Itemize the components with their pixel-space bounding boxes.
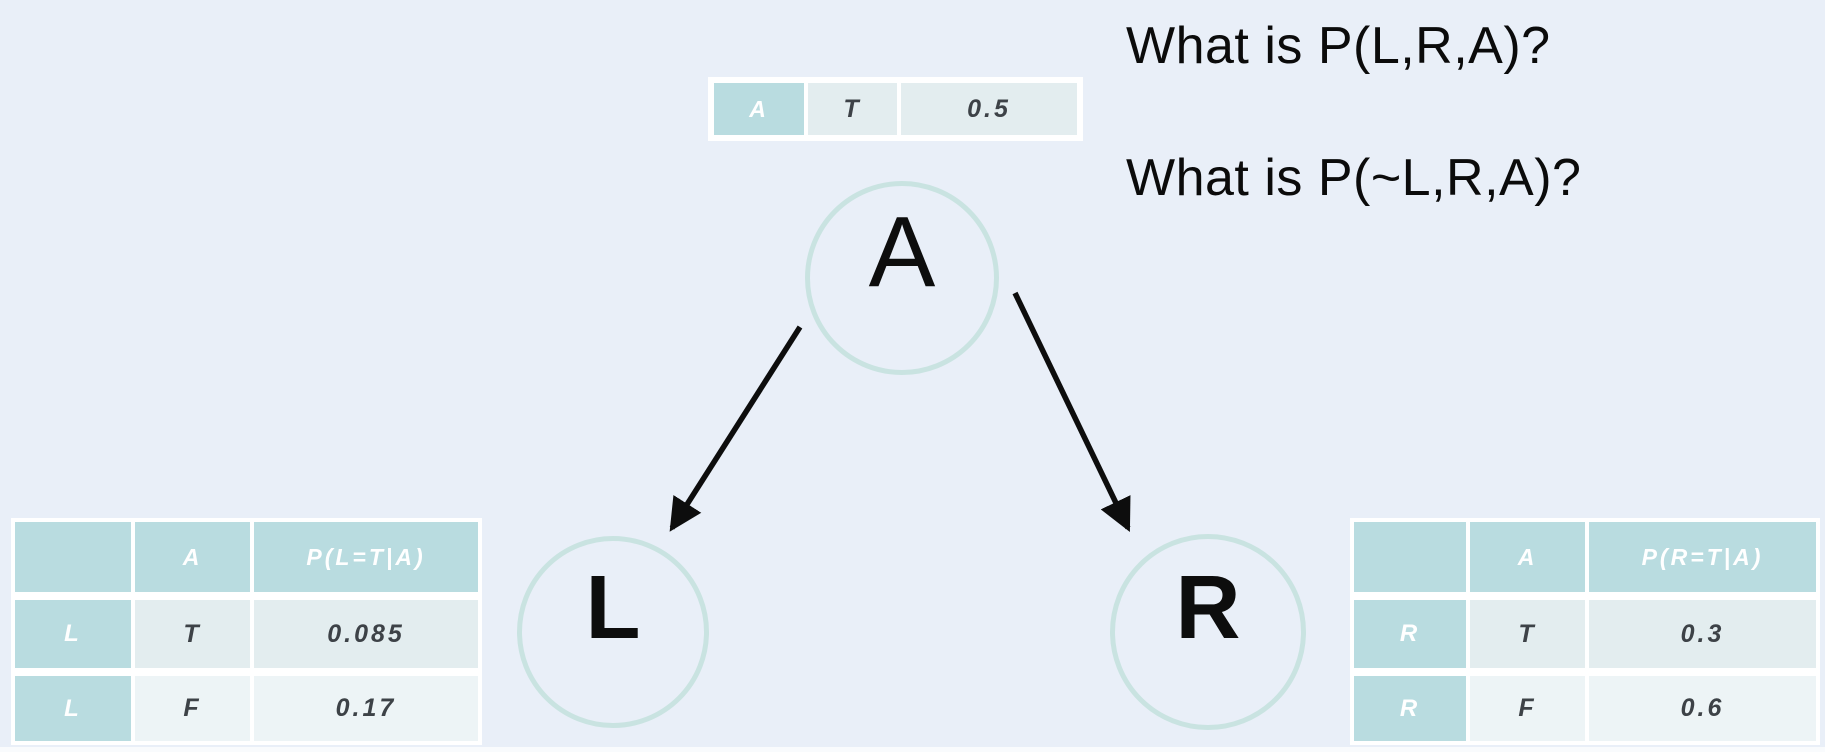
cpt-r-row1-label: R [1354, 600, 1466, 668]
cpt-r-row2-condition: F [1470, 676, 1585, 741]
prior-a-prob-cell: 0.5 [901, 83, 1077, 135]
cpt-table-l: A P(L=T|A) L T 0.085 L F 0.17 [11, 518, 482, 745]
node-a-label: A [868, 195, 936, 308]
cpt-l-row2-prob: 0.17 [254, 676, 478, 741]
cpt-l-row2-condition: F [135, 676, 250, 741]
prior-a-var-cell: A [714, 83, 804, 135]
cpt-r-header-a: A [1470, 522, 1585, 592]
cpt-l-row2-label: L [15, 676, 131, 741]
edge-a-to-r [1012, 291, 1131, 532]
cpt-r-header-blank [1354, 522, 1466, 592]
cpt-r-row2-prob: 0.6 [1589, 676, 1816, 741]
slide-bottom-edge [0, 747, 1825, 752]
node-a: A [805, 181, 999, 375]
cpt-l-header-blank [15, 522, 131, 592]
prior-table-a: A T 0.5 [708, 77, 1083, 141]
edge-a-to-l [669, 325, 803, 532]
node-r: R [1110, 534, 1306, 730]
cpt-r-row2-label: R [1354, 676, 1466, 741]
cpt-l-row1-prob: 0.085 [254, 600, 478, 668]
node-l: L [517, 536, 709, 728]
cpt-l-row1-label: L [15, 600, 131, 668]
prior-a-value-cell-t: T [808, 83, 897, 135]
cpt-l-header-prob: P(L=T|A) [254, 522, 478, 592]
cpt-r-header-prob: P(R=T|A) [1589, 522, 1816, 592]
cpt-r-row1-prob: 0.3 [1589, 600, 1816, 668]
cpt-table-r: A P(R=T|A) R T 0.3 R F 0.6 [1350, 518, 1820, 745]
cpt-l-header-a: A [135, 522, 250, 592]
node-l-label: L [585, 557, 641, 658]
node-r-label: R [1175, 557, 1241, 658]
cpt-r-row1-condition: T [1470, 600, 1585, 668]
question-text-1: What is P(L,R,A)? [1126, 17, 1551, 75]
cpt-l-row1-condition: T [135, 600, 250, 668]
question-text-2: What is P(~L,R,A)? [1126, 149, 1582, 207]
